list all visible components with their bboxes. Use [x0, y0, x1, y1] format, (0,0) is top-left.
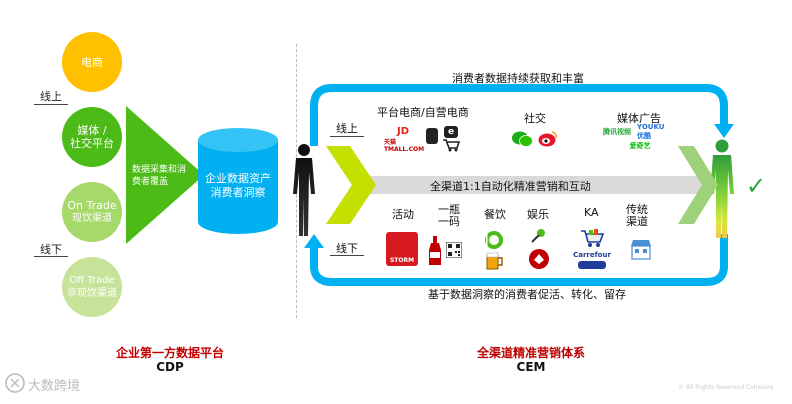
cem-bottom-text: 基于数据洞察的消费者促活、转化、留存 — [428, 288, 626, 301]
channel-circle-media-social: 媒体 / 社交平台 — [62, 107, 122, 167]
database-text-line: 消费者洞察 — [210, 186, 266, 199]
cdp-subtitle: CDP — [156, 360, 184, 374]
channel-circle-off-trade: Off Trade 非现饮渠道 — [62, 257, 122, 317]
cdp-title: 企业第一方数据平台 — [115, 346, 224, 360]
collection-arrow-text: 数据采集和消 费者覆盖 — [132, 164, 186, 188]
shopping-cart-icon — [443, 139, 460, 152]
circle-label: 电商 — [81, 55, 103, 69]
group-label-line: 一码 — [438, 215, 460, 228]
group-label-ecommerce: 平台电商/自营电商 — [377, 106, 469, 119]
group-label-line: 渠道 — [626, 215, 648, 228]
circle-label: 非现饮渠道 — [67, 288, 117, 299]
offline-label: 线下 — [40, 243, 62, 256]
group-label-line: 一瓶 — [438, 203, 460, 216]
store-icon — [631, 240, 651, 260]
carrefour-bar — [578, 261, 606, 269]
circle-label: On Trade — [67, 199, 117, 212]
tmall-cat-icon — [426, 128, 438, 144]
tencent-video-logo-icon: 腾讯视频 — [600, 126, 634, 137]
cem-top-text: 消费者数据持续获取和丰富 — [452, 72, 584, 85]
jd-logo-icon: JD — [384, 124, 422, 138]
group-label-traditional: 传统 渠道 — [626, 204, 648, 228]
cem-online-divider — [330, 136, 364, 137]
check-icon: ✓ — [746, 172, 767, 200]
wechat-icon — [512, 131, 533, 147]
tmall-logo-icon: 天猫 TMALL.COM — [383, 139, 425, 153]
database-text-line: 企业数据资产 — [205, 172, 271, 185]
tencent-video-logo-text: 腾讯视频 — [603, 127, 631, 136]
chevron-left-icon — [326, 146, 376, 224]
circle-label: 社交平台 — [70, 137, 114, 150]
cem-loop — [304, 84, 734, 286]
channel-circle-ecommerce: 电商 — [62, 32, 122, 92]
watermark-logo-icon — [5, 373, 25, 393]
carrefour-logo-text: Carrefour — [573, 251, 611, 259]
cem-title: 全渠道精准营销体系 — [476, 346, 585, 360]
tmall-logo-text: 天猫 TMALL.COM — [383, 139, 425, 153]
cem-offline-label: 线下 — [336, 242, 358, 255]
entertainment-badge-icon — [529, 249, 549, 269]
jd-logo-text: JD — [396, 125, 410, 137]
online-divider — [34, 104, 68, 105]
weibo-icon — [538, 131, 557, 147]
iqiyi-logo-icon: 爱奇艺 — [624, 140, 656, 151]
middle-bar-text: 全渠道1:1自动化精准营销和互动 — [430, 180, 591, 193]
beer-mug-icon — [486, 252, 503, 270]
offline-divider — [34, 256, 68, 257]
shopping-cart-icon — [581, 229, 604, 247]
chevron-right-icon — [678, 146, 718, 224]
group-label-line: 传统 — [626, 203, 648, 216]
carrefour-logo-icon: Carrefour — [573, 250, 611, 260]
arrow-text-line: 数据采集和消 — [132, 165, 187, 175]
group-label-events: 活动 — [392, 208, 414, 221]
group-label-ka: KA — [584, 206, 599, 219]
watermark-text: 大数跨境 — [28, 379, 81, 394]
bottle-icon — [429, 236, 441, 265]
online-label: 线上 — [40, 90, 62, 103]
circle-label: Off Trade — [69, 275, 115, 286]
event-logo-icon: STORM — [386, 232, 418, 266]
dining-plate-icon — [485, 231, 503, 249]
database-text: 企业数据资产 消费者洞察 — [196, 172, 280, 200]
consumer-figure-icon — [293, 144, 315, 236]
engaged-consumer-figure-icon — [710, 139, 734, 238]
circle-label: 媒体 / — [77, 124, 107, 137]
circle-label: 现饮渠道 — [72, 213, 112, 224]
copyright-text: © All Rights Reserved Cohesive — [678, 384, 774, 391]
arrow-text-line: 费者覆盖 — [132, 177, 169, 187]
qr-code-icon — [446, 242, 462, 258]
group-label-social: 社交 — [524, 112, 546, 125]
middle-bar — [352, 176, 708, 194]
group-label-dining: 餐饮 — [484, 208, 506, 221]
cem-subtitle: CEM — [516, 360, 546, 374]
group-label-entertainment: 娱乐 — [527, 208, 549, 221]
channel-circle-on-trade: On Trade 现饮渠道 — [62, 182, 122, 242]
cem-offline-divider — [330, 255, 364, 256]
event-logo-text: STORM — [389, 256, 415, 264]
collection-arrow — [126, 106, 204, 244]
group-label-media-ads: 媒体广告 — [617, 112, 661, 125]
ecommerce-e-icon: e — [444, 126, 458, 138]
youku-logo-icon: YOUKU 优酷 — [637, 123, 673, 140]
youku-logo-text: YOUKU 优酷 — [637, 122, 665, 140]
microphone-icon — [531, 229, 545, 243]
database-cylinder-icon — [198, 128, 278, 234]
group-label-bottle-code: 一瓶 一码 — [438, 204, 460, 228]
iqiyi-logo-text: 爱奇艺 — [629, 141, 651, 150]
cem-online-label: 线上 — [336, 122, 358, 135]
